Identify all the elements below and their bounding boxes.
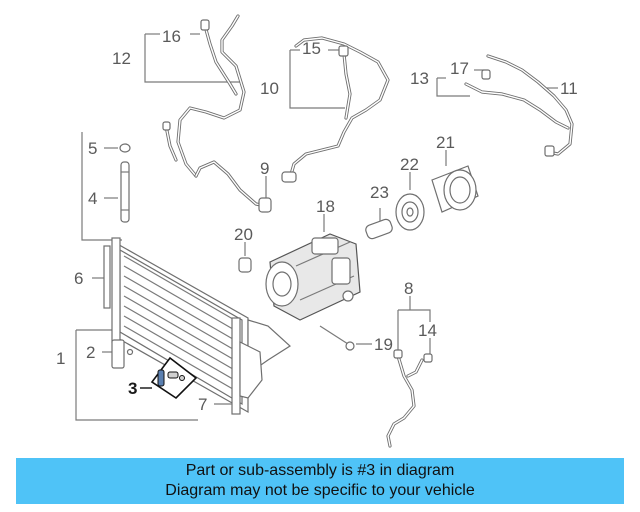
hose-assembly-12 xyxy=(144,14,268,208)
part-19-bolt xyxy=(345,341,355,351)
callout-18: 18 xyxy=(316,197,335,216)
part-3-highlight xyxy=(150,356,198,400)
callout-22: 22 xyxy=(400,155,419,174)
callout-10: 10 xyxy=(260,79,279,98)
condenser xyxy=(75,237,291,421)
banner-line-2: Diagram may not be specific to your vehi… xyxy=(165,482,475,499)
part-20-plug xyxy=(238,257,252,273)
part-4-drier xyxy=(120,161,130,223)
callout-3: 3 xyxy=(128,379,137,398)
callout-13: 13 xyxy=(410,69,429,88)
part-6-bracket xyxy=(103,245,111,309)
part-5-cap xyxy=(119,143,131,153)
callout-14: 14 xyxy=(418,321,437,340)
callout-2: 2 xyxy=(86,343,95,362)
info-banner: Part or sub-assembly is #3 in diagram Di… xyxy=(16,458,624,504)
banner-line-1: Part or sub-assembly is #3 in diagram xyxy=(185,462,455,479)
callout-15: 15 xyxy=(302,39,321,58)
hose-assembly-10 xyxy=(281,36,390,183)
callout-19: 19 xyxy=(374,335,393,354)
callout-21: 21 xyxy=(436,133,455,152)
callout-17: 17 xyxy=(450,59,469,78)
callout-1: 1 xyxy=(56,349,65,368)
callout-5: 5 xyxy=(88,139,97,158)
callout-8: 8 xyxy=(404,279,413,298)
callout-12: 12 xyxy=(112,49,131,68)
part-9-fitting xyxy=(258,197,272,213)
callout-23: 23 xyxy=(370,183,389,202)
hose-assembly-8 xyxy=(386,296,433,448)
callout-16: 16 xyxy=(162,27,181,46)
callout-20: 20 xyxy=(234,225,253,244)
callout-4: 4 xyxy=(88,189,97,208)
callout-9: 9 xyxy=(260,159,269,178)
callout-7: 7 xyxy=(198,395,207,414)
callout-6: 6 xyxy=(74,269,83,288)
parts-diagram: 12 16 9 10 15 13 17 11 5 4 xyxy=(56,14,578,448)
hose-assembly-11 xyxy=(436,54,574,157)
compressor xyxy=(265,233,361,321)
part-23-sleeve xyxy=(365,218,393,240)
part-2-bracket xyxy=(111,339,125,369)
callout-11: 11 xyxy=(560,79,578,98)
